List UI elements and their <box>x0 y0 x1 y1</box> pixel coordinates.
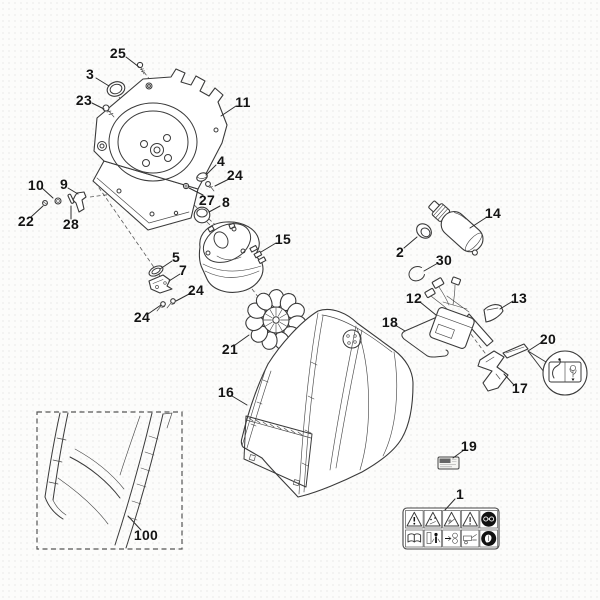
wear-gloves-icon <box>479 529 498 548</box>
callout-16: 16 <box>217 384 235 400</box>
feed-lever-icon <box>552 358 561 379</box>
part-15-electric-motor <box>198 221 267 293</box>
callout-5: 5 <box>171 249 181 265</box>
callout-14: 14 <box>484 205 502 221</box>
part-28-pin <box>67 193 75 204</box>
callout-24a: 24 <box>226 167 244 183</box>
part-30-clip-ring <box>408 266 425 282</box>
part-11-blower-housing <box>92 68 228 231</box>
part-7-bracket <box>148 274 173 294</box>
part-3-sealing-ring <box>106 81 126 97</box>
callout-24c: 24 <box>133 309 151 325</box>
callout-24b: 24 <box>187 282 205 298</box>
part-16-housing-shell <box>240 308 414 498</box>
part-25-screw <box>136 61 145 75</box>
wait-for-blade-stop-icon <box>460 529 480 548</box>
callout-20: 20 <box>539 331 557 347</box>
part-100-chute-detail <box>44 412 173 549</box>
callout-21: 21 <box>221 341 239 357</box>
callout-leader-lines <box>30 56 543 531</box>
part-8-cap <box>193 206 211 224</box>
warning-cut-hazard-icon <box>442 510 461 529</box>
part-13-lever <box>483 304 504 323</box>
plant-material-icon <box>569 365 577 381</box>
part-12-switch-assembly <box>424 276 494 349</box>
callout-9: 9 <box>59 176 69 192</box>
callout-10: 10 <box>27 177 45 193</box>
inset-detail-box <box>36 411 183 550</box>
callout-27: 27 <box>198 192 216 208</box>
callout-100: 100 <box>133 527 159 543</box>
callout-30: 30 <box>435 252 453 268</box>
warning-sharp-blade-icon <box>460 510 480 529</box>
callout-22: 22 <box>17 213 35 229</box>
decal-detail-magnifier <box>527 350 588 396</box>
keep-bystanders-away-icon <box>423 529 443 548</box>
callout-11: 11 <box>235 94 251 110</box>
callout-28: 28 <box>62 216 80 232</box>
callout-8: 8 <box>221 194 231 210</box>
wear-eye-protection-icon <box>479 510 498 529</box>
warning-general-icon <box>405 510 424 529</box>
callout-12: 12 <box>405 290 423 306</box>
callout-4: 4 <box>216 153 226 169</box>
part-24-screw-c <box>156 301 166 312</box>
part-17-bracket <box>477 350 509 392</box>
warning-thrown-objects-icon <box>423 510 443 529</box>
part-20-decal-strip <box>502 343 529 359</box>
part-10-washer <box>54 197 62 205</box>
callout-13: 13 <box>510 290 528 306</box>
part-22-screw <box>42 200 48 206</box>
part-9-bracket <box>72 191 87 213</box>
callout-1: 1 <box>455 486 465 502</box>
read-manual-icon <box>405 529 424 548</box>
rotating-blades-icon <box>442 529 461 548</box>
part-1-safety-decal <box>402 507 500 550</box>
callout-2: 2 <box>395 244 405 260</box>
callout-23: 23 <box>75 92 93 108</box>
part-24-screw-a <box>205 181 215 192</box>
part-5-plate <box>148 265 164 277</box>
callout-25: 25 <box>109 45 127 61</box>
callout-15: 15 <box>274 231 292 247</box>
callout-19: 19 <box>460 438 478 454</box>
callout-7: 7 <box>178 262 188 278</box>
part-21-fan-wheel <box>244 289 308 352</box>
part-2-cap <box>416 223 432 239</box>
callout-3: 3 <box>85 66 95 82</box>
callout-18: 18 <box>381 314 399 330</box>
part-24-screw-b <box>166 298 176 309</box>
part-19-rating-label <box>437 456 460 470</box>
part-14-capacitor <box>428 200 484 256</box>
part-4-plug <box>196 172 208 182</box>
callout-17: 17 <box>511 380 529 396</box>
part-27-nut <box>182 182 190 190</box>
